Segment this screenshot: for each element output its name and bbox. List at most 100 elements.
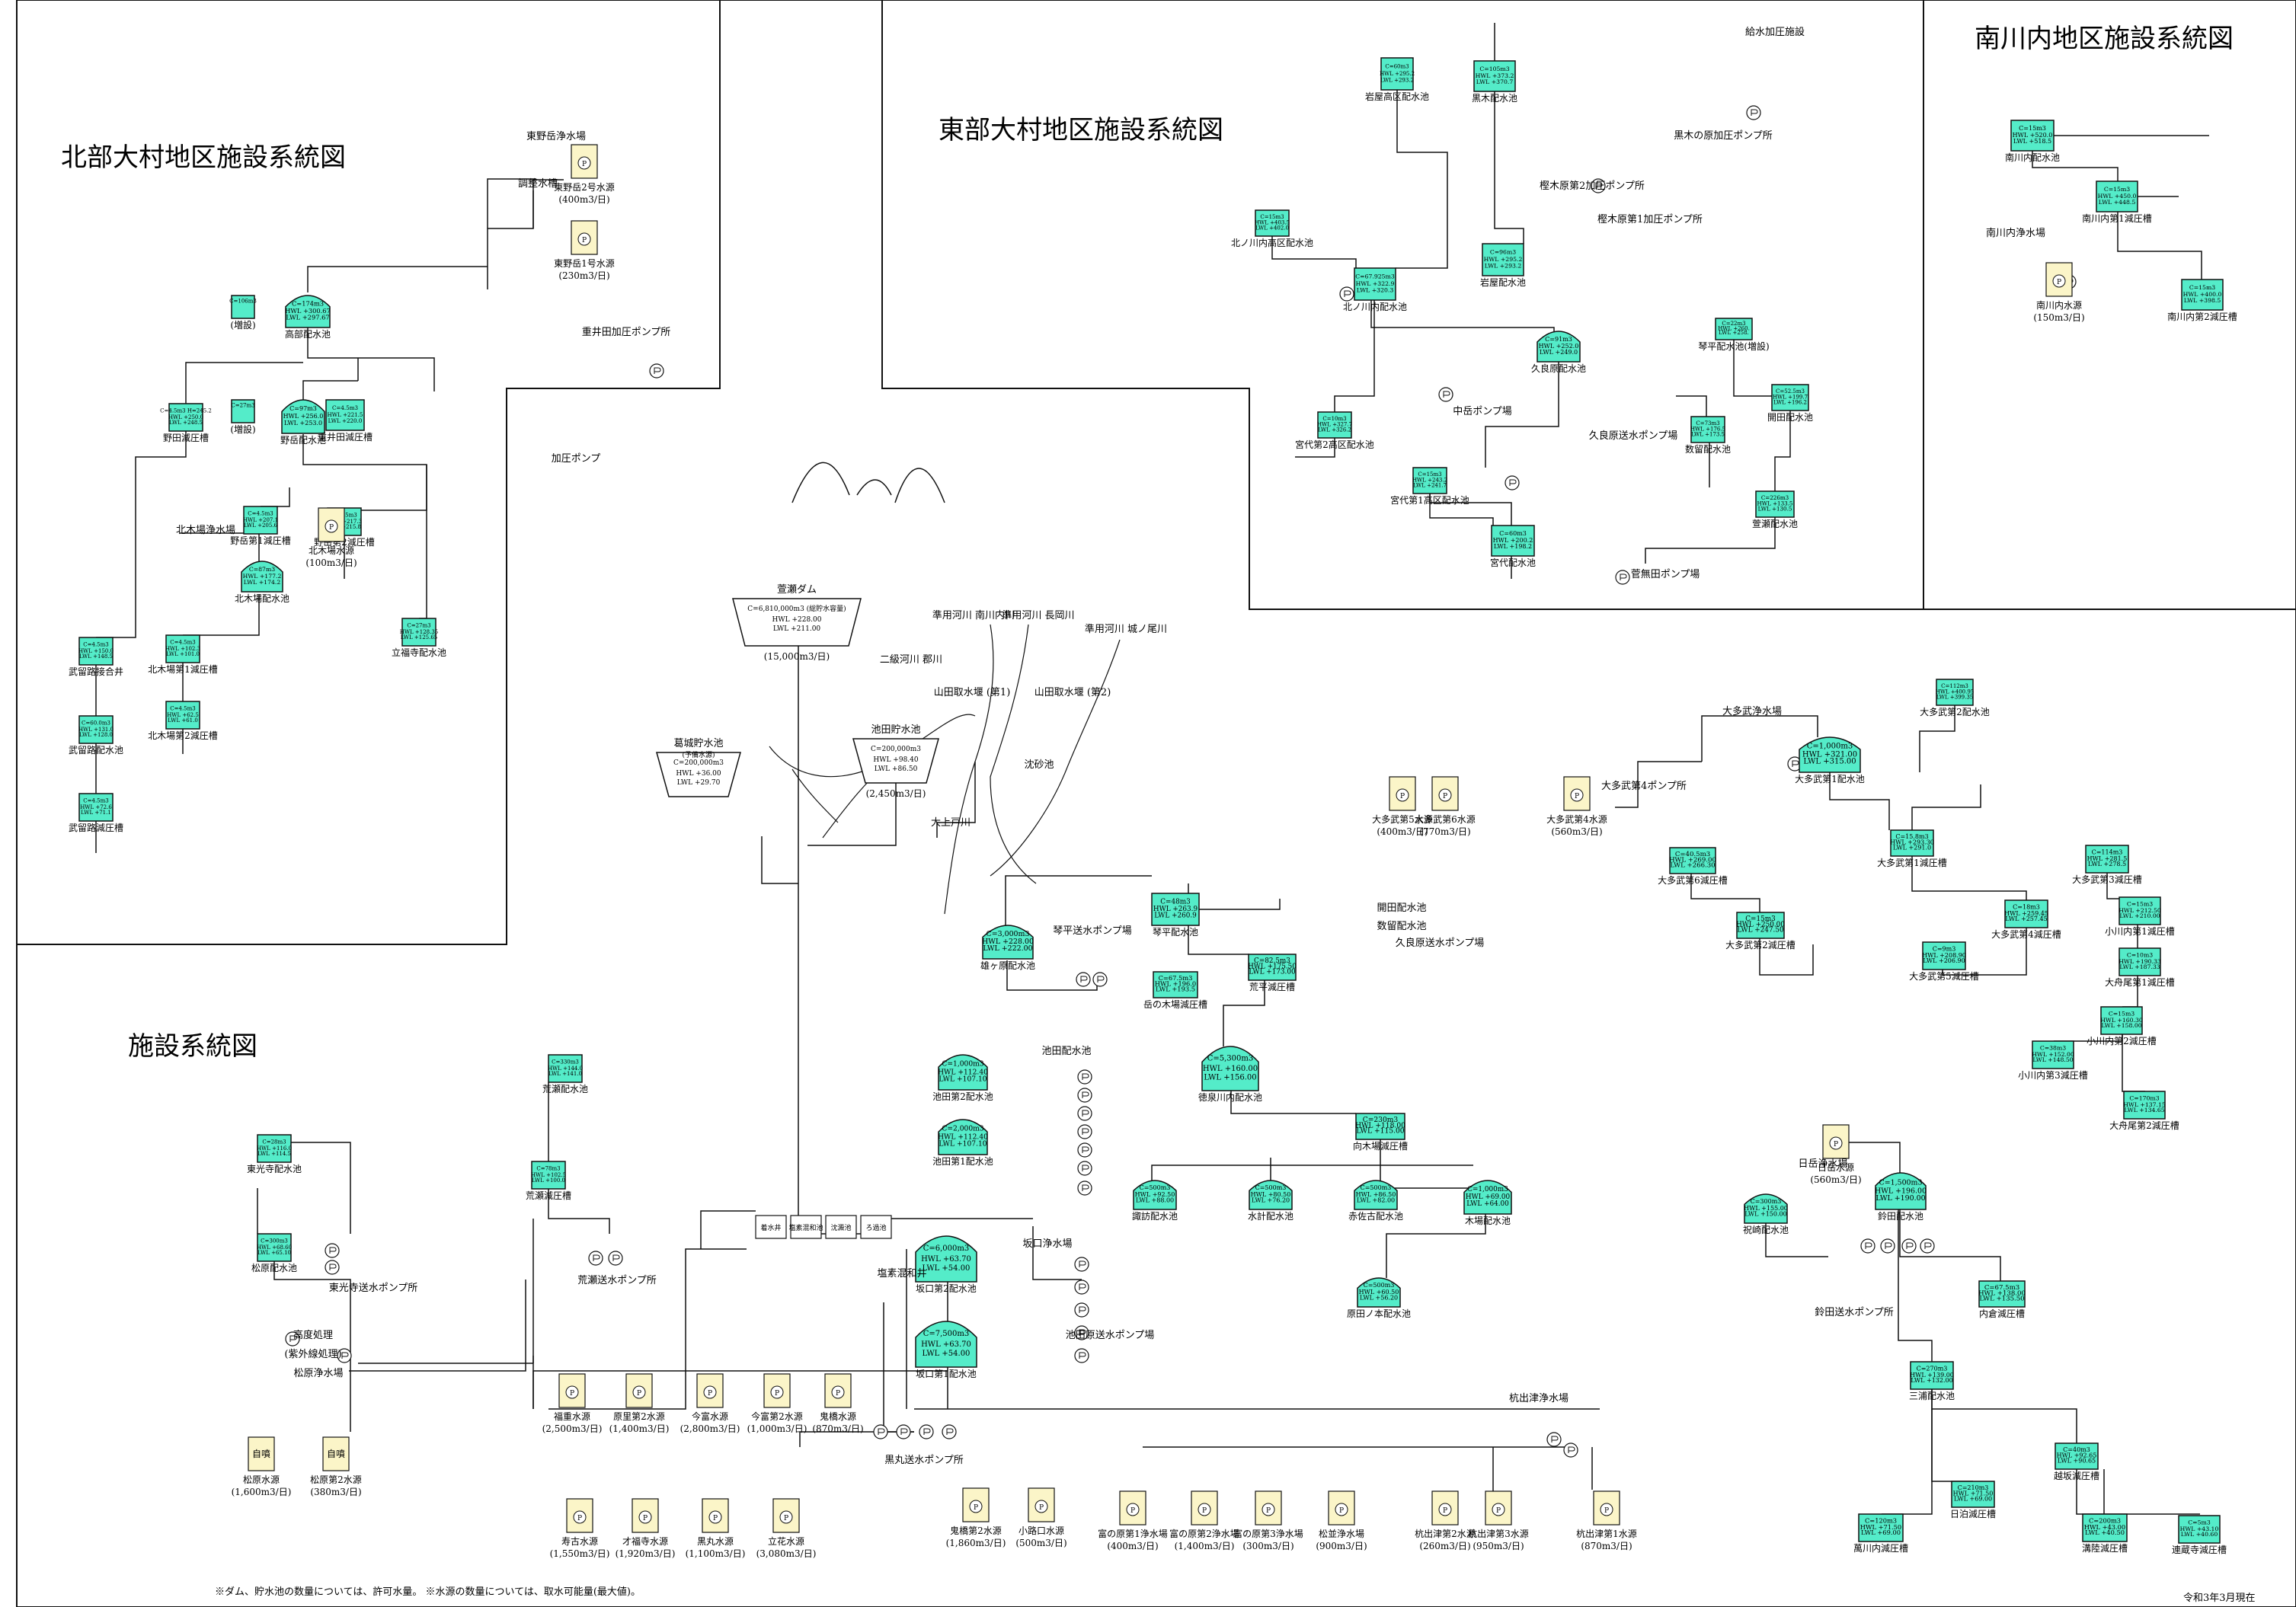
plant-step-0[interactable]: 着水井 [755, 1215, 787, 1239]
plant-step-2[interactable]: 沈澱池 [825, 1215, 857, 1239]
tank-north-1[interactable]: C=106m3(増設) [229, 295, 257, 331]
tank-north-3[interactable]: C=27m3(増設) [230, 399, 256, 435]
plant-step-3[interactable]: ろ過池 [860, 1215, 892, 1239]
plant-step-1[interactable]: 塩素混和池 [788, 1215, 823, 1239]
